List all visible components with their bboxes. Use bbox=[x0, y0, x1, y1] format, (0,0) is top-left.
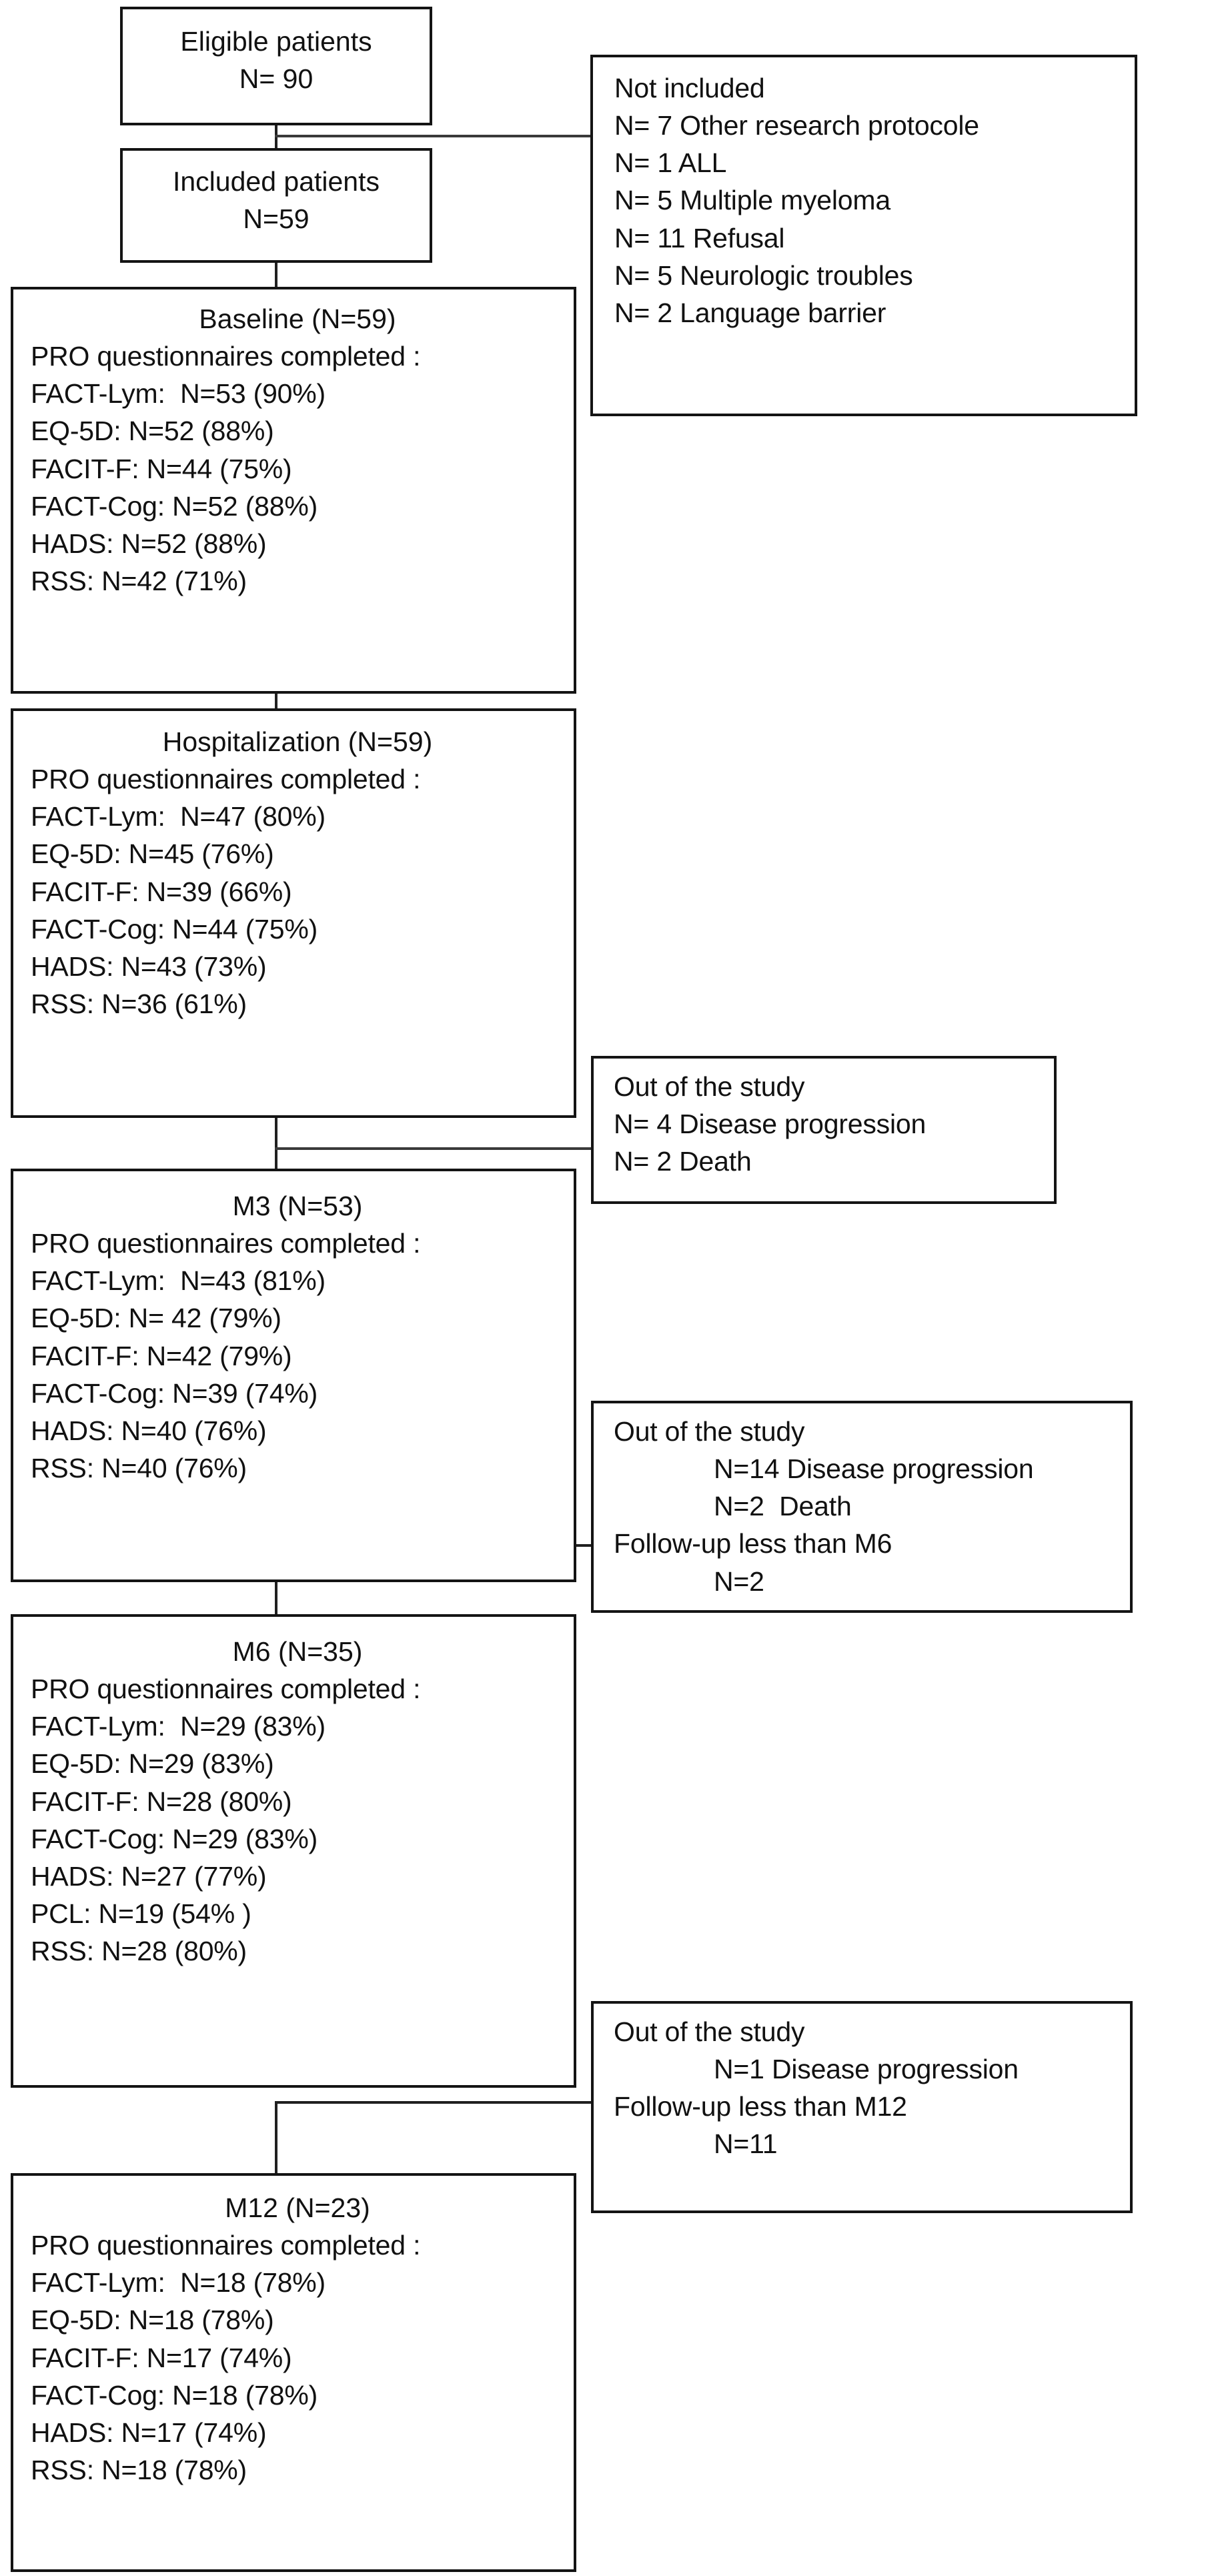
m12-item: HADS: N=17 (74%) bbox=[31, 2417, 267, 2448]
baseline-item: FACIT-F: N=44 (75%) bbox=[31, 453, 292, 484]
hospitalization-item: FACIT-F: N=39 (66%) bbox=[31, 876, 292, 907]
eligible-line-1: Eligible patients bbox=[180, 26, 372, 57]
connector-to-not-included bbox=[275, 135, 592, 137]
node-out-of-study-m6: Out of the study N=14 Disease progressio… bbox=[591, 1401, 1133, 1613]
baseline-title: Baseline (N=59) bbox=[199, 303, 396, 334]
baseline-subtitle: PRO questionnaires completed : bbox=[31, 341, 421, 372]
baseline-item: FACT-Cog: N=52 (88%) bbox=[31, 490, 318, 522]
m12-item: RSS: N=18 (78%) bbox=[31, 2455, 247, 2486]
m12-title: M12 (N=23) bbox=[225, 2192, 370, 2223]
out-m6-item: N=14 Disease progression bbox=[714, 1453, 1034, 1485]
not-included-item: N= 2 Language barrier bbox=[614, 297, 886, 328]
out-m12-heading: Out of the study bbox=[614, 2016, 805, 2047]
m3-item: FACIT-F: N=42 (79%) bbox=[31, 1340, 292, 1371]
not-included-item: N= 5 Neurologic troubles bbox=[614, 259, 913, 291]
node-hospitalization: Hospitalization (N=59) PRO questionnaire… bbox=[11, 708, 576, 1118]
connector-hospitalization-to-m3 bbox=[275, 1114, 277, 1187]
node-m3: M3 (N=53) PRO questionnaires completed :… bbox=[11, 1169, 576, 1582]
m3-title: M3 (N=53) bbox=[232, 1191, 363, 1221]
connector-included-to-baseline bbox=[275, 259, 277, 291]
m6-item: PCL: N=19 (54% ) bbox=[31, 1898, 251, 1930]
m12-subtitle: PRO questionnaires completed : bbox=[31, 2230, 421, 2261]
out-m3-heading: Out of the study bbox=[614, 1071, 805, 1102]
m6-item: FACT-Cog: N=29 (83%) bbox=[31, 1823, 318, 1854]
connector-to-out-of-study-m12 bbox=[275, 2101, 594, 2104]
node-not-included: Not included N= 7 Other research protoco… bbox=[590, 55, 1137, 416]
m3-item: FACT-Lym: N=43 (81%) bbox=[31, 1265, 326, 1297]
out-m6-heading: Out of the study bbox=[614, 1416, 805, 1447]
out-m3-item: N= 4 Disease progression bbox=[614, 1109, 927, 1140]
hospitalization-item: FACT-Lym: N=47 (80%) bbox=[31, 801, 326, 832]
m12-item: FACT-Lym: N=18 (78%) bbox=[31, 2267, 326, 2299]
m12-item: FACIT-F: N=17 (74%) bbox=[31, 2342, 292, 2373]
baseline-item: EQ-5D: N=52 (88%) bbox=[31, 416, 274, 447]
out-m12-followup-value: N=11 bbox=[714, 2128, 778, 2160]
node-out-of-study-m12: Out of the study N=1 Disease progression… bbox=[591, 2001, 1133, 2213]
m3-item: EQ-5D: N= 42 (79%) bbox=[31, 1303, 281, 1334]
connector-to-out-of-study-m3 bbox=[275, 1147, 594, 1150]
included-line-2: N=59 bbox=[243, 203, 310, 235]
not-included-item: N= 5 Multiple myeloma bbox=[614, 185, 890, 216]
hospitalization-item: RSS: N=36 (61%) bbox=[31, 989, 247, 1020]
out-m12-item: N=1 Disease progression bbox=[714, 2054, 1019, 2085]
m3-item: FACT-Cog: N=39 (74%) bbox=[31, 1377, 318, 1409]
out-m3-item: N= 2 Death bbox=[614, 1146, 752, 1177]
m6-item: EQ-5D: N=29 (83%) bbox=[31, 1748, 274, 1780]
out-m12-followup-label: Follow-up less than M12 bbox=[614, 2091, 907, 2122]
m6-title: M6 (N=35) bbox=[232, 1636, 363, 1667]
m6-item: RSS: N=28 (80%) bbox=[31, 1936, 247, 1967]
m3-item: HADS: N=40 (76%) bbox=[31, 1415, 267, 1446]
m6-item: HADS: N=27 (77%) bbox=[31, 1860, 267, 1892]
out-m6-item: N=2 Death bbox=[714, 1491, 852, 1522]
eligible-line-2: N= 90 bbox=[239, 63, 314, 95]
m6-subtitle: PRO questionnaires completed : bbox=[31, 1674, 421, 1705]
not-included-heading: Not included bbox=[614, 73, 765, 103]
m12-item: FACT-Cog: N=18 (78%) bbox=[31, 2379, 318, 2411]
node-eligible-patients: Eligible patients N= 90 bbox=[120, 7, 432, 125]
out-m6-followup-value: N=2 bbox=[714, 1565, 764, 1597]
m6-item: FACIT-F: N=28 (80%) bbox=[31, 1786, 292, 1817]
connector-m3-to-m6 bbox=[275, 1544, 277, 1621]
baseline-item: RSS: N=42 (71%) bbox=[31, 566, 247, 597]
baseline-item: FACT-Lym: N=53 (90%) bbox=[31, 378, 326, 410]
m12-item: EQ-5D: N=18 (78%) bbox=[31, 2305, 274, 2336]
node-m12: M12 (N=23) PRO questionnaires completed … bbox=[11, 2173, 576, 2572]
hospitalization-item: HADS: N=43 (73%) bbox=[31, 950, 267, 982]
m3-subtitle: PRO questionnaires completed : bbox=[31, 1228, 421, 1259]
hospitalization-subtitle: PRO questionnaires completed : bbox=[31, 764, 421, 795]
hospitalization-item: FACT-Cog: N=44 (75%) bbox=[31, 913, 318, 944]
node-included-patients: Included patients N=59 bbox=[120, 148, 432, 263]
out-m6-followup-label: Follow-up less than M6 bbox=[614, 1528, 892, 1559]
baseline-item: HADS: N=52 (88%) bbox=[31, 528, 267, 559]
not-included-item: N= 11 Refusal bbox=[614, 222, 785, 253]
included-line-1: Included patients bbox=[172, 166, 380, 197]
hospitalization-item: EQ-5D: N=45 (76%) bbox=[31, 838, 274, 870]
connector-m6-to-m12 bbox=[275, 2101, 277, 2178]
not-included-item: N= 1 ALL bbox=[614, 147, 727, 179]
m6-item: FACT-Lym: N=29 (83%) bbox=[31, 1711, 326, 1742]
node-m6: M6 (N=35) PRO questionnaires completed :… bbox=[11, 1614, 576, 2088]
m3-item: RSS: N=40 (76%) bbox=[31, 1453, 247, 1484]
not-included-item: N= 7 Other research protocole bbox=[614, 110, 979, 141]
hospitalization-title: Hospitalization (N=59) bbox=[162, 726, 433, 757]
node-out-of-study-m3: Out of the study N= 4 Disease progressio… bbox=[591, 1056, 1057, 1204]
node-baseline: Baseline (N=59) PRO questionnaires compl… bbox=[11, 287, 576, 694]
